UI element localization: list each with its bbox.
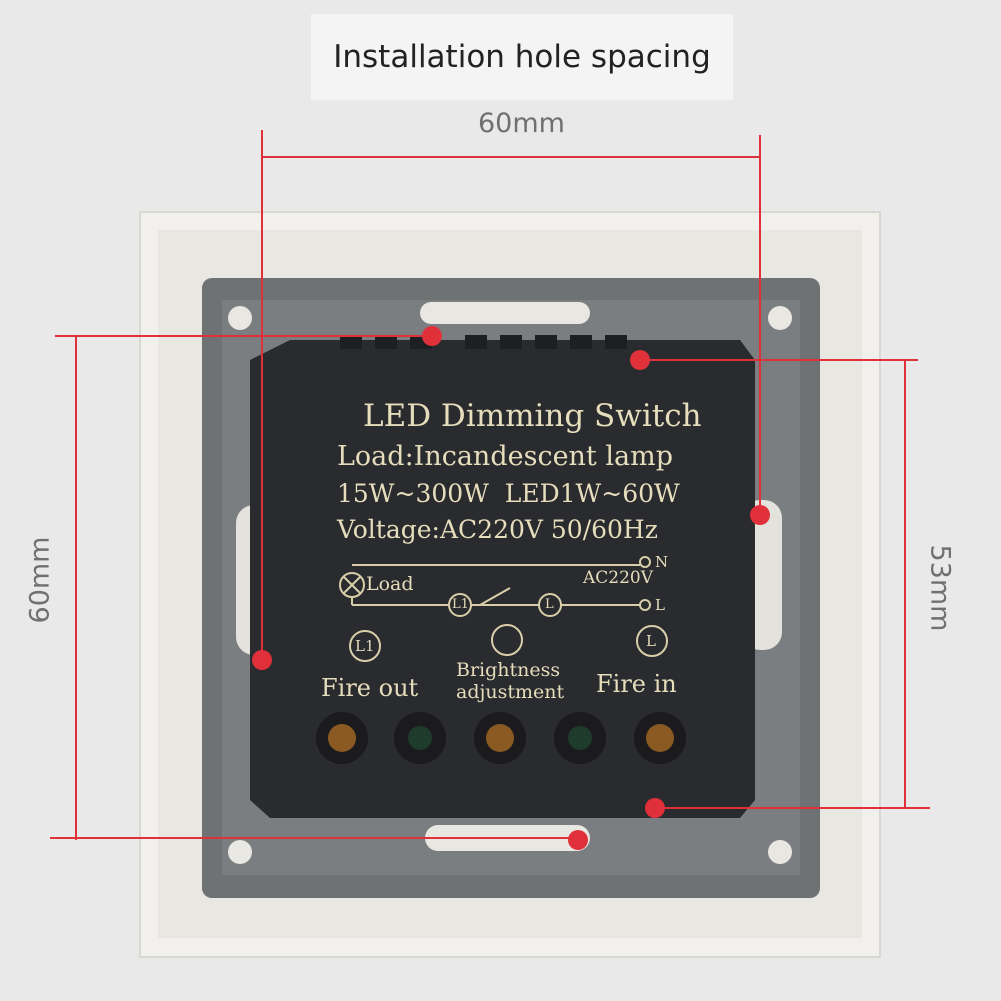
frame-hole-br [768,840,792,864]
dimension-vertical-left: 60mm [24,536,56,624]
diagram-l1-node [448,593,472,617]
module-load-line: Load:Incandescent lamp [337,441,673,472]
diagram-l1-mark: L1 [452,597,469,612]
terminal-l1-label: L1 [355,637,375,655]
dimmer-module [250,340,755,818]
module-heading: LED Dimming Switch [363,398,702,434]
frame-slot-top [420,302,590,324]
marker-bottom-right-hole [645,798,665,818]
diagram-load-label: Load [366,573,414,595]
module-voltage-line: Voltage:AC220V 50/60Hz [337,515,658,544]
terminal-row [316,712,686,764]
page-title: Installation hole spacing [311,14,733,100]
frame-hole-tr [768,306,792,330]
hole-markers [252,326,770,850]
marker-top-right-hole [630,350,650,370]
frame-hole-bl [228,840,252,864]
marker-left-hole [252,650,272,670]
terminal-l-label: L [646,632,656,650]
marker-right-hole [750,505,770,525]
module-power-line: 15W~300W LED1W~60W [337,479,680,508]
marker-top-left-hole [422,326,442,346]
diagram-n-label: N [655,553,669,571]
adjustment-label: adjustment [456,681,565,703]
wiring-diagram [339,564,640,606]
frame-hole-tl [228,306,252,330]
diagram-l-node [538,593,562,617]
diagram-supply-label: AC220V [583,568,654,588]
terminal-l-ring [636,625,668,657]
fire-out-label: Fire out [321,674,419,702]
diagram-l-mark: L [545,597,554,612]
dimension-horizontal: 60mm [478,108,565,139]
brightness-label: Brightness [456,659,561,681]
dimension-vertical-right: 53mm [924,544,956,632]
measurement-lines [50,130,930,840]
knob-ring [491,624,523,656]
diagram-l-label: L [655,596,665,614]
fire-in-label: Fire in [596,670,677,698]
terminal-l1-ring [349,630,381,662]
marker-bottom-hole [568,830,588,850]
module-teeth [340,335,627,349]
